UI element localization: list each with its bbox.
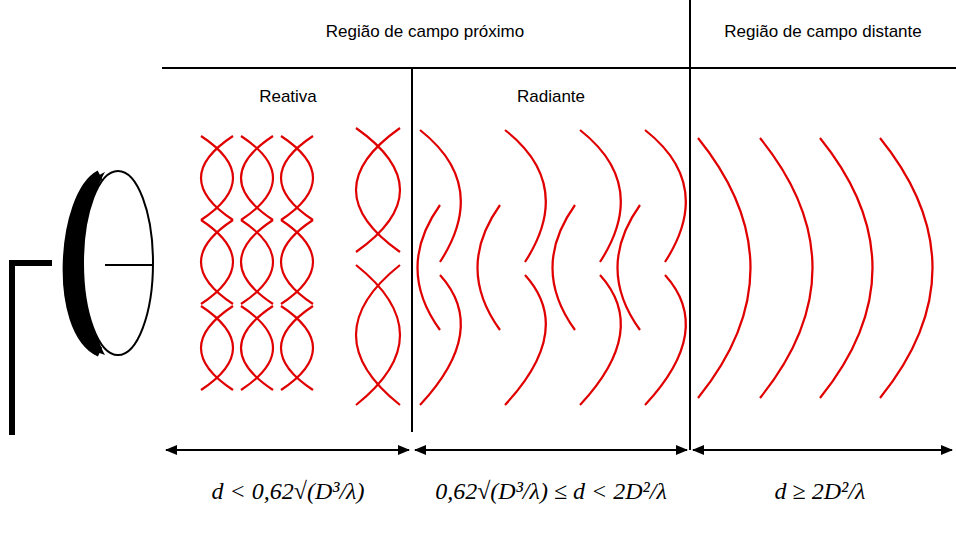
wavefront-arc (478, 205, 501, 330)
wavefront-arc (418, 205, 441, 330)
region-heading: Região de campo próximo (326, 22, 524, 42)
distance-formula: d < 0,62√(D³/λ) (212, 478, 365, 505)
wavefront-arc (645, 275, 686, 405)
dish-antenna (12, 171, 153, 435)
subregion-heading: Radiante (517, 87, 585, 107)
wavefronts (201, 128, 933, 405)
wavefront-arc (645, 130, 686, 262)
subregion-heading: Reativa (259, 87, 317, 107)
wavefront-arc (241, 306, 273, 390)
wavefront-arc (281, 136, 313, 220)
wavefront-arc (505, 275, 546, 405)
distance-formula: 0,62√(D³/λ) ≤ d < 2D²/λ (435, 478, 667, 505)
extent-arrow (415, 449, 687, 451)
wavefront-arc (201, 220, 233, 304)
wavefront-arc (698, 138, 751, 398)
wavefront-arc (281, 220, 313, 304)
extent-arrow (693, 449, 952, 451)
wavefront-arc (201, 136, 233, 220)
header-rule (162, 67, 956, 69)
wavefront-arc (420, 275, 461, 405)
wavefront-arc (356, 265, 400, 405)
wavefront-arc (505, 130, 546, 262)
wavefront-arc (618, 205, 641, 330)
extent-arrow (166, 449, 409, 451)
wavefront-arc (241, 220, 273, 304)
wavefront-arc (241, 220, 273, 304)
wavefront-arc (201, 136, 233, 220)
wavefront-arc (820, 138, 873, 398)
wavefront-arc (241, 306, 273, 390)
wavefront-arc (580, 275, 621, 405)
region-divider (689, 0, 691, 450)
wavefront-arc (281, 306, 313, 390)
wavefront-arc (241, 136, 273, 220)
wavefront-arc (356, 265, 400, 405)
wavefront-arc (201, 306, 233, 390)
wavefront-arc (281, 220, 313, 304)
wavefront-arc (880, 138, 933, 398)
wavefront-arc (201, 220, 233, 304)
region-divider (411, 68, 413, 432)
wavefront-arc (760, 138, 813, 398)
distance-formula: d ≥ 2D²/λ (775, 478, 866, 505)
wavefront-arc (241, 136, 273, 220)
wavefront-arc (356, 128, 400, 252)
wavefront-arc (356, 128, 400, 252)
wavefront-arc (201, 306, 233, 390)
wavefront-arc (281, 306, 313, 390)
wavefront-arc (580, 130, 621, 262)
region-heading: Região de campo distante (724, 22, 922, 42)
wavefront-arc (420, 130, 461, 262)
wavefront-arc (281, 136, 313, 220)
wavefront-arc (553, 205, 576, 330)
